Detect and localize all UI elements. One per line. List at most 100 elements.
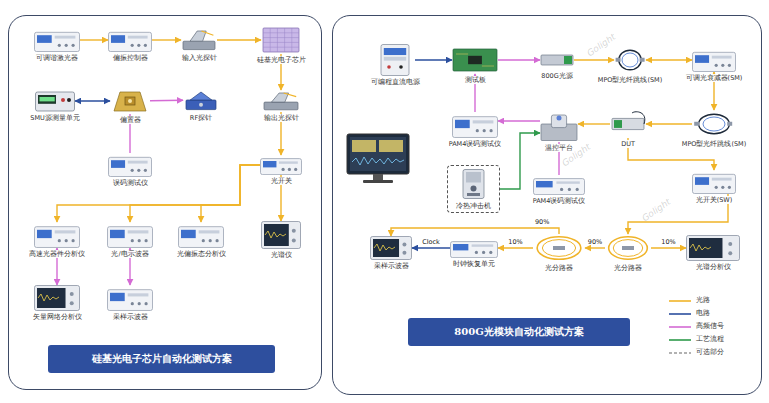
- device-label: 矢量网络分析仪: [32, 313, 83, 321]
- signal-connector: [415, 59, 452, 60]
- picture-part: [277, 28, 278, 52]
- picture-part: [490, 129, 493, 132]
- picture-part: [473, 120, 494, 123]
- device-label: 偏置器: [119, 116, 142, 124]
- device-label: 测试板: [464, 76, 487, 84]
- picture-part: [263, 32, 299, 33]
- device-picture: [533, 234, 585, 262]
- device-picture: [540, 50, 574, 70]
- instrument-node: 矢量网络分析仪: [34, 285, 80, 311]
- picture-part: [616, 58, 621, 62]
- signal-connector: [129, 248, 130, 285]
- legend-row: 可选部分: [668, 346, 724, 359]
- signal-connector: [474, 74, 475, 112]
- instrument-node: 可调光衰减器(SM): [692, 48, 736, 72]
- signal-connector: [574, 59, 614, 60]
- legend-row: 高频信号: [668, 320, 724, 333]
- picture-part: [402, 242, 406, 246]
- picture-part: [292, 229, 296, 233]
- picture-part: [727, 122, 732, 126]
- instrument-node: 采样示波器: [107, 285, 153, 311]
- picture-part: [202, 31, 214, 35]
- instrument-node: 采样示波器: [370, 236, 412, 260]
- device-picture: [692, 110, 736, 138]
- picture-part: [128, 99, 132, 103]
- device-label: 硅基光电子芯片: [256, 56, 307, 64]
- picture-part: [463, 170, 484, 199]
- device-picture: [261, 221, 301, 249]
- instrument-node: 光偏振态分析仪: [178, 222, 224, 248]
- picture-part: [373, 239, 399, 257]
- signal-connector: [651, 247, 686, 248]
- picture-part: [111, 160, 125, 168]
- picture-part: [137, 169, 140, 172]
- signal-connector: [56, 248, 57, 285]
- picture-part: [58, 44, 61, 47]
- picture-part: [179, 227, 224, 248]
- picture-part: [551, 115, 566, 128]
- device-picture: [34, 222, 80, 248]
- instrument-node: 光分路器: [605, 234, 651, 262]
- legend-line: [669, 313, 691, 315]
- picture-part: [144, 44, 147, 47]
- signal-connector: [280, 54, 281, 90]
- picture-part: [556, 181, 579, 183]
- picture-part: [632, 112, 645, 124]
- picture-part: [613, 240, 642, 257]
- picture-part: [695, 55, 709, 63]
- device-picture: [34, 28, 80, 52]
- picture-part: [264, 224, 289, 246]
- picture-part: [131, 44, 134, 47]
- legend-line-sample: [668, 311, 692, 317]
- screen-trace: [352, 157, 404, 165]
- instrument-node: PAM4误码测试仪: [533, 175, 585, 195]
- device-picture: [692, 48, 736, 72]
- picture-part: [65, 44, 68, 47]
- legend-text: 光路: [696, 296, 710, 305]
- picture-part: [536, 181, 553, 187]
- device-picture: [610, 110, 646, 138]
- device-label: 光开关(SW): [695, 196, 734, 204]
- picture-part: [190, 92, 212, 100]
- signal-connector: [412, 247, 450, 248]
- picture-part: [35, 227, 80, 248]
- picture-part: [466, 172, 481, 183]
- legend-row: 电路: [668, 307, 724, 320]
- signal-connector: [498, 120, 540, 121]
- picture-part: [542, 240, 575, 257]
- instrument-node: 输出光探针: [262, 90, 300, 112]
- signal-connector: [152, 39, 181, 40]
- signal-connector: [280, 112, 281, 155]
- picture-part: [292, 239, 296, 243]
- device-picture: [181, 28, 217, 52]
- legend-line-sample: [668, 298, 692, 304]
- signal-connector: [150, 100, 183, 102]
- device-label: 误码测试仪: [112, 179, 149, 187]
- picture-part: [728, 64, 731, 67]
- device-picture: [540, 112, 578, 142]
- picture-part: [37, 230, 52, 238]
- picture-part: [138, 239, 141, 242]
- device-picture: [108, 153, 152, 177]
- signal-connector: [585, 247, 605, 248]
- picture-part: [471, 186, 477, 192]
- picture-part: [284, 93, 297, 97]
- legend-row: 工艺流程: [668, 333, 724, 346]
- picture-part: [202, 239, 205, 242]
- signal-connector: [130, 165, 260, 222]
- picture-part: [37, 288, 66, 308]
- picture-part: [108, 227, 153, 248]
- picture-part: [186, 100, 216, 110]
- device-label: 高速光器件分析仪: [28, 250, 86, 258]
- signal-connector: [129, 114, 130, 153]
- device-label: 光谱分析仪: [695, 263, 732, 271]
- device-picture: [108, 28, 152, 52]
- legend: 光路电路高频信号工艺流程可选部分: [668, 294, 724, 359]
- picture-part: [690, 244, 711, 251]
- device-label: 光偏振态分析仪: [176, 250, 227, 258]
- picture-part: [609, 237, 648, 259]
- picture-part: [35, 32, 80, 51]
- picture-part: [721, 64, 724, 67]
- instrument-node: 光谱分析仪: [686, 235, 740, 261]
- legend-line-sample: [668, 324, 692, 330]
